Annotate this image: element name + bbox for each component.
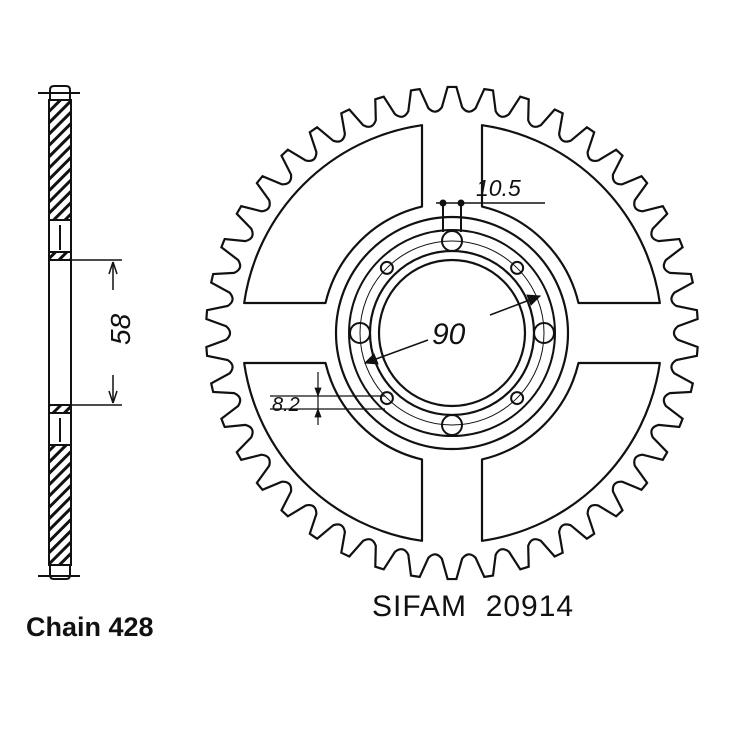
bolt-holes [349, 230, 555, 436]
chain-label: Chain 428 [26, 612, 154, 642]
window-cutout [480, 361, 661, 542]
bore-diameter-dimension: 90 [432, 318, 466, 351]
top-tooth [49, 85, 71, 100]
window-cutout [243, 361, 424, 542]
manufacturer-label: SIFAM [372, 590, 468, 623]
hole-diameter-dimension: 8.2 [272, 394, 300, 416]
model-label: SIFAM 20914 [372, 590, 574, 624]
top-hatched-section [48, 99, 72, 221]
bolt-hole [441, 230, 463, 252]
sprocket-teeth-outline [205, 85, 699, 581]
bore-inner [377, 258, 527, 408]
window-cutout [243, 124, 424, 305]
bolt-hole [379, 260, 394, 275]
lightening-windows [243, 124, 661, 542]
window-cutout [480, 124, 661, 305]
hub-height-dimension: 58 [105, 313, 136, 345]
side-profile [38, 85, 122, 580]
bolt-hole [510, 391, 525, 406]
bolt-hole-width-dimension: 10.5 [476, 175, 521, 201]
bolt-hole [441, 414, 463, 436]
bolt-hole [533, 322, 555, 344]
bolt-hole [349, 322, 371, 344]
part-number: 20914 [485, 590, 575, 623]
bolt-circle [359, 240, 545, 426]
bolt-hole [510, 260, 525, 275]
sprocket-front-view [205, 85, 699, 581]
hub-outer-circle [334, 215, 570, 451]
bottom-hatched-section [48, 444, 72, 566]
bolt-hole [379, 391, 394, 406]
